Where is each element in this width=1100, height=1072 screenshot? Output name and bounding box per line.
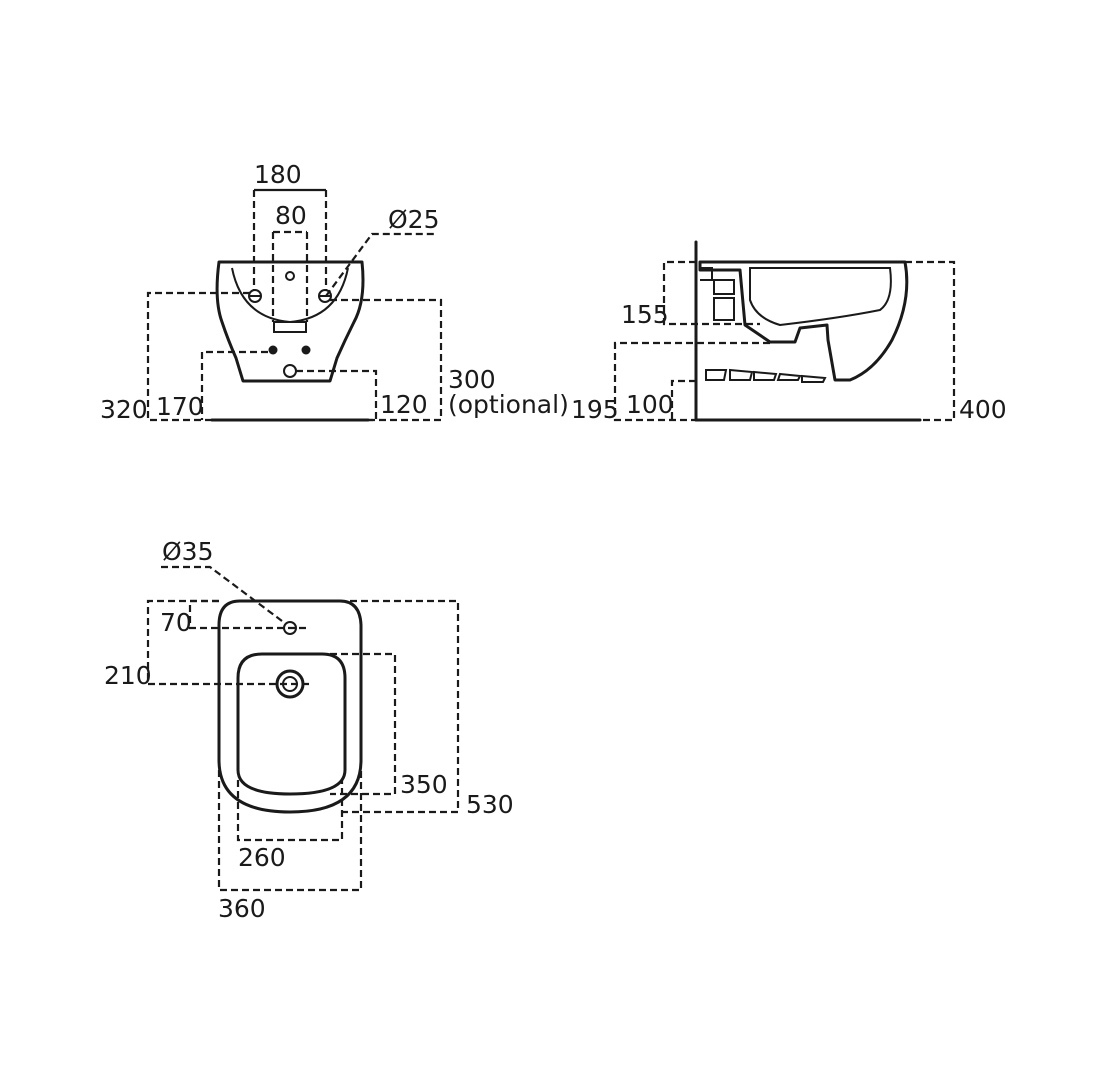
dim-170-label: 170 — [156, 392, 204, 421]
dim-350-line — [330, 652, 397, 796]
overflow-slot — [273, 321, 307, 333]
top-inner-basin — [236, 652, 347, 796]
fixing-dot-right — [301, 345, 311, 355]
dim-80-label: 80 — [275, 201, 307, 230]
dim-320-label: 320 — [100, 395, 148, 424]
dim-80-ext — [271, 230, 309, 322]
side-valve — [700, 267, 713, 281]
dim-300-line — [330, 298, 443, 422]
top-outer-outline — [217, 599, 363, 814]
dim-195-label: 195 — [571, 395, 619, 424]
dim-120-label: 120 — [380, 390, 428, 419]
dim-360-line — [217, 770, 363, 892]
dim-dia25-label: Ø25 — [388, 205, 440, 234]
dim-530-label: 530 — [466, 790, 514, 819]
dim-210-label: 210 — [104, 661, 152, 690]
dim-400-label: 400 — [959, 395, 1007, 424]
dim-155-label: 155 — [621, 300, 669, 329]
waste-hole — [283, 364, 297, 378]
dim-155-line — [662, 260, 760, 326]
dim-320-line — [146, 291, 250, 422]
dim-70-line — [188, 599, 310, 630]
dim-180-ext — [252, 190, 328, 290]
side-feet — [705, 368, 827, 383]
dim-350-label: 350 — [400, 770, 448, 799]
side-bracket-lower — [713, 297, 735, 321]
top-view: Ø35 70 210 350 530 260 360 — [104, 537, 514, 923]
front-bowl-outline — [215, 260, 365, 383]
dim-120-line — [296, 369, 378, 422]
left-tap-hole — [248, 289, 262, 303]
dim-530-line — [340, 599, 460, 814]
dim-300-label: 300 — [448, 365, 496, 394]
dim-260-line — [236, 780, 344, 842]
side-bowl-inner — [749, 267, 892, 327]
dim-210-line — [146, 599, 310, 686]
dim-170-line — [200, 350, 268, 420]
dim-dia35-label: Ø35 — [162, 537, 214, 566]
dim-260-label: 260 — [238, 843, 286, 872]
dim-195-line — [613, 341, 770, 422]
dim-400-line — [905, 260, 956, 422]
side-view: 155 195 100 400 — [571, 240, 1007, 424]
side-bowl-profile — [698, 260, 909, 382]
dim-300-optional-label: (optional) — [448, 390, 569, 419]
dim-dia35-leader — [161, 565, 287, 625]
front-view: 180 80 Ø25 320 170 120 300 (optional) — [100, 160, 569, 424]
dim-100-label: 100 — [626, 390, 674, 419]
fixing-dot-left — [268, 345, 278, 355]
dim-100-line — [670, 379, 696, 420]
side-bracket-upper — [713, 279, 735, 295]
dim-dia25-leader — [325, 232, 434, 297]
dim-360-label: 360 — [218, 894, 266, 923]
center-hole — [285, 271, 295, 281]
dim-180-label: 180 — [254, 160, 302, 189]
dim-70-label: 70 — [160, 608, 192, 637]
